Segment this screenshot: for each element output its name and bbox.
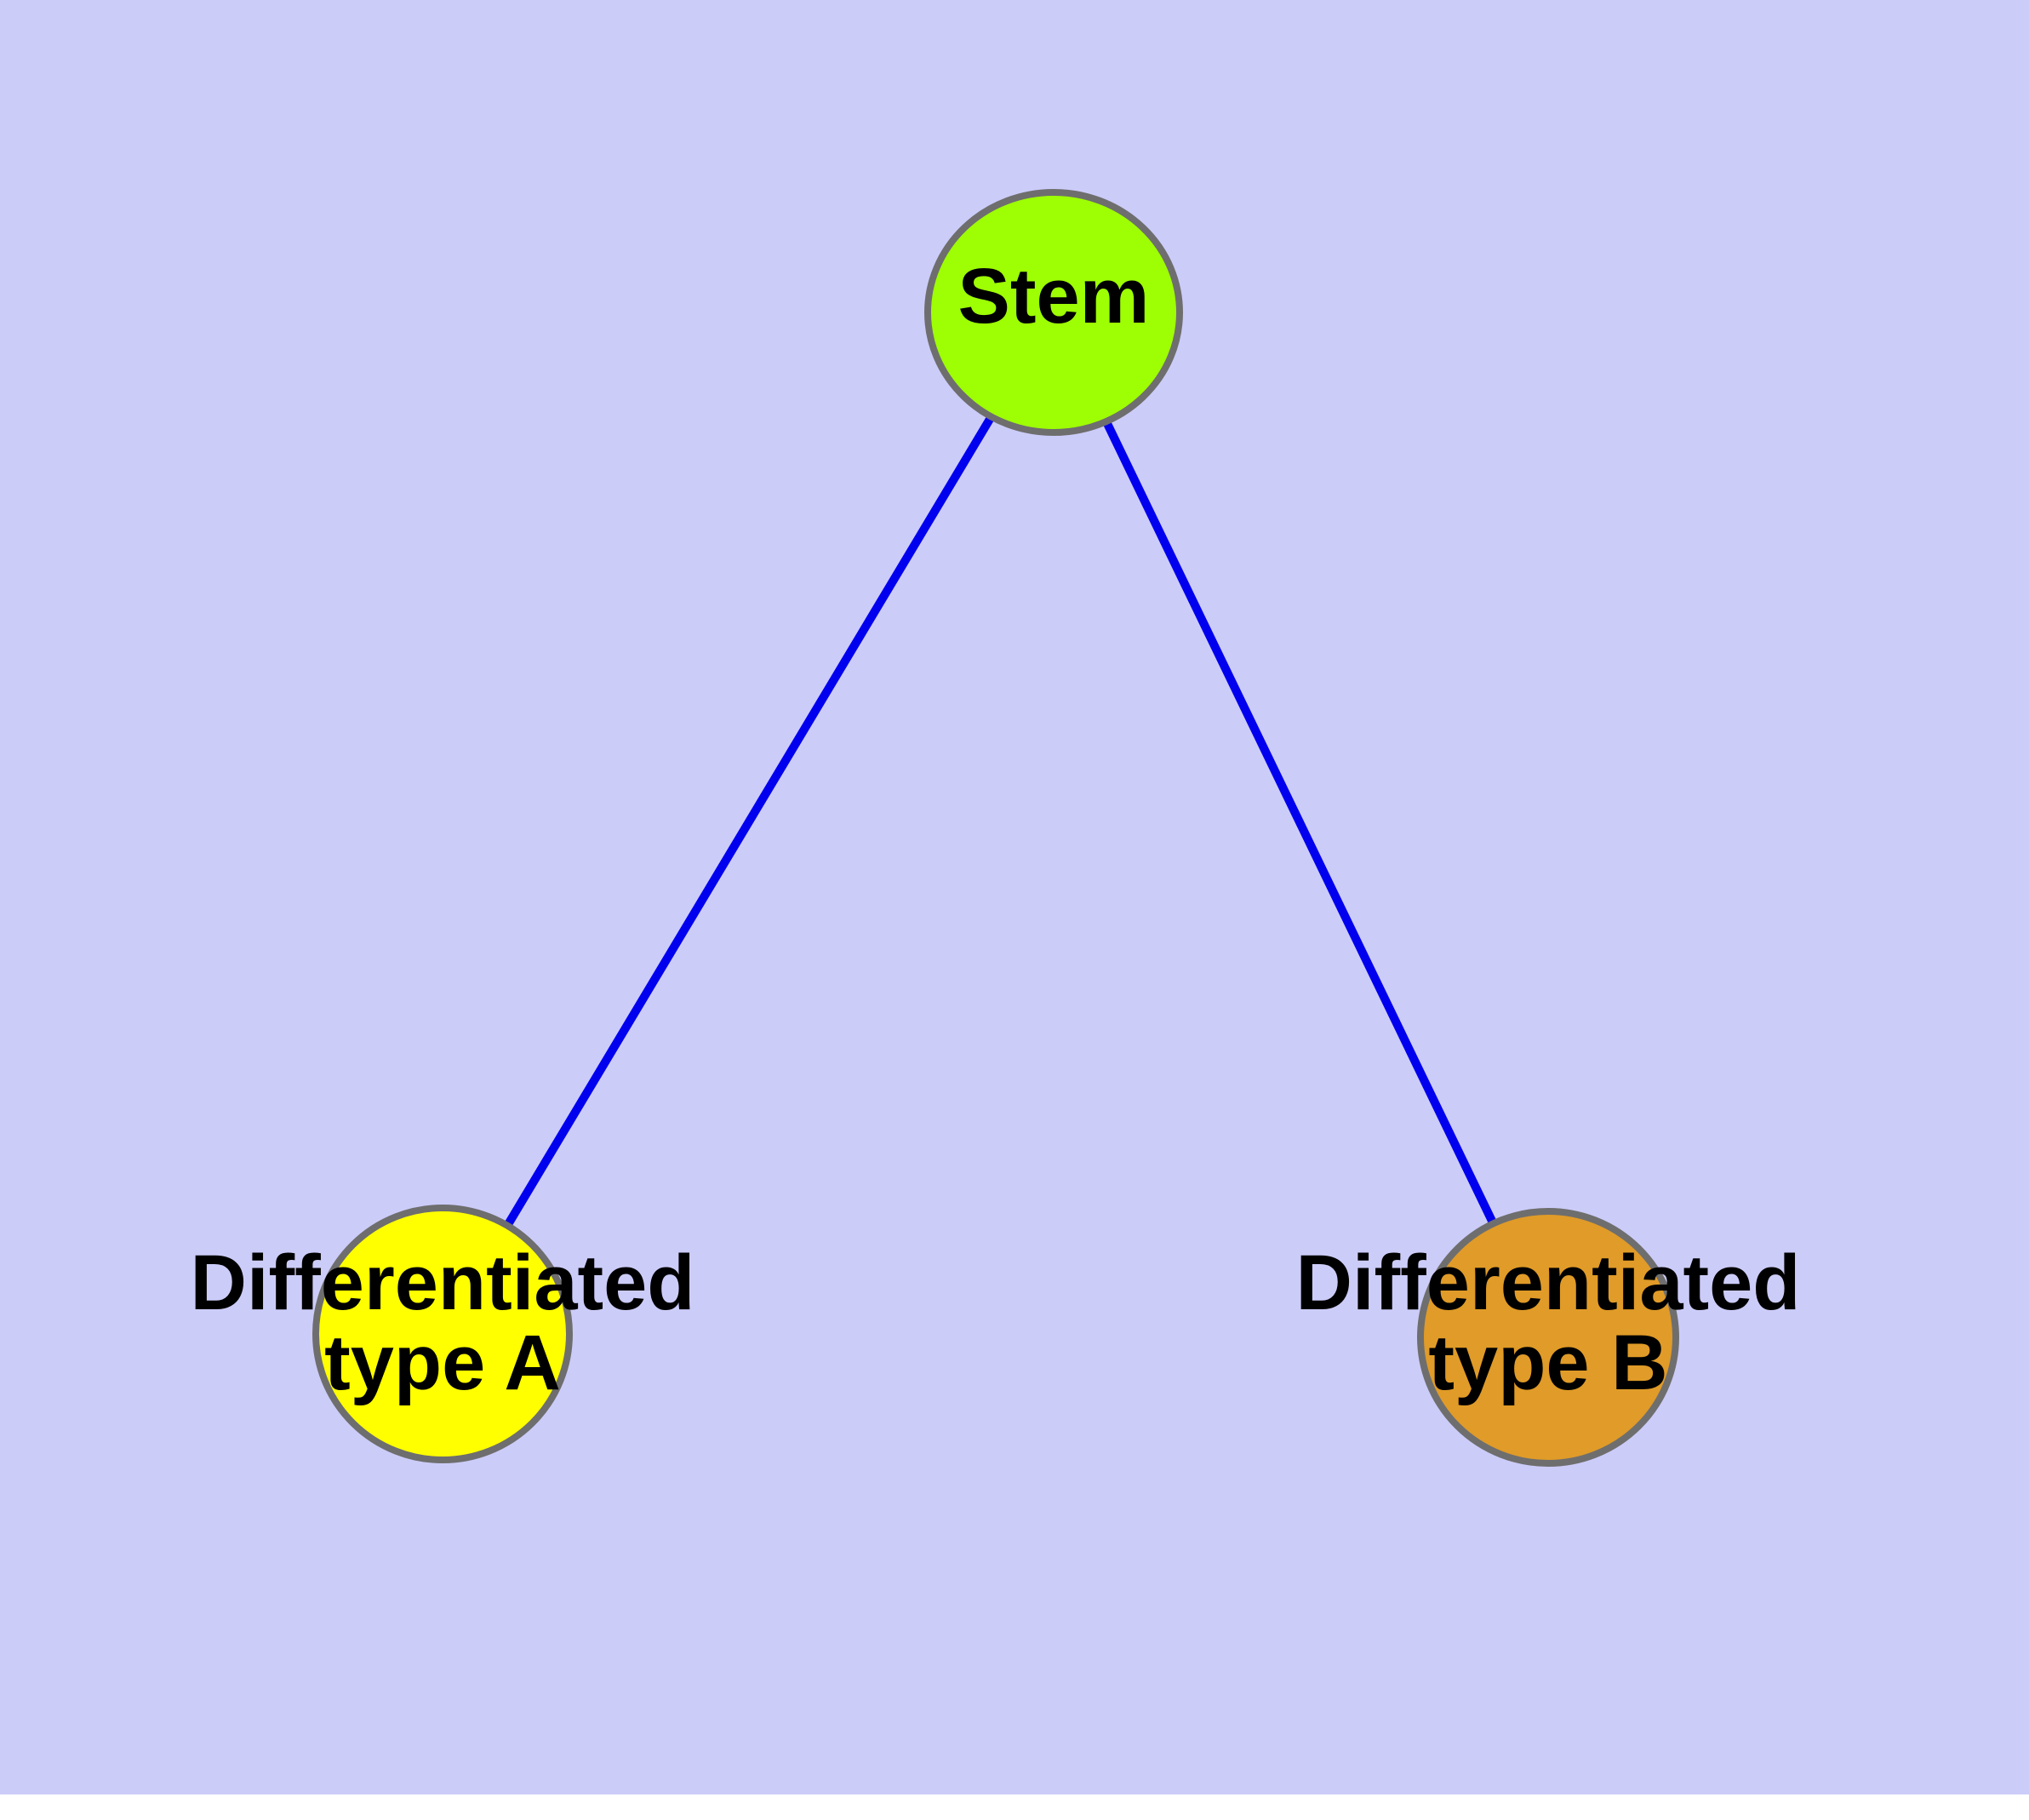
node-group: [312, 189, 1679, 1467]
edge-stem-to-differentiated-type-a[interactable]: [438, 310, 1058, 1336]
edge-group: [438, 310, 1552, 1340]
node-differentiated-type-a[interactable]: [312, 1205, 573, 1463]
node-differentiated-type-b[interactable]: [1417, 1208, 1679, 1467]
node-stem[interactable]: [924, 189, 1183, 436]
edge-stem-to-differentiated-type-b[interactable]: [1049, 310, 1552, 1340]
